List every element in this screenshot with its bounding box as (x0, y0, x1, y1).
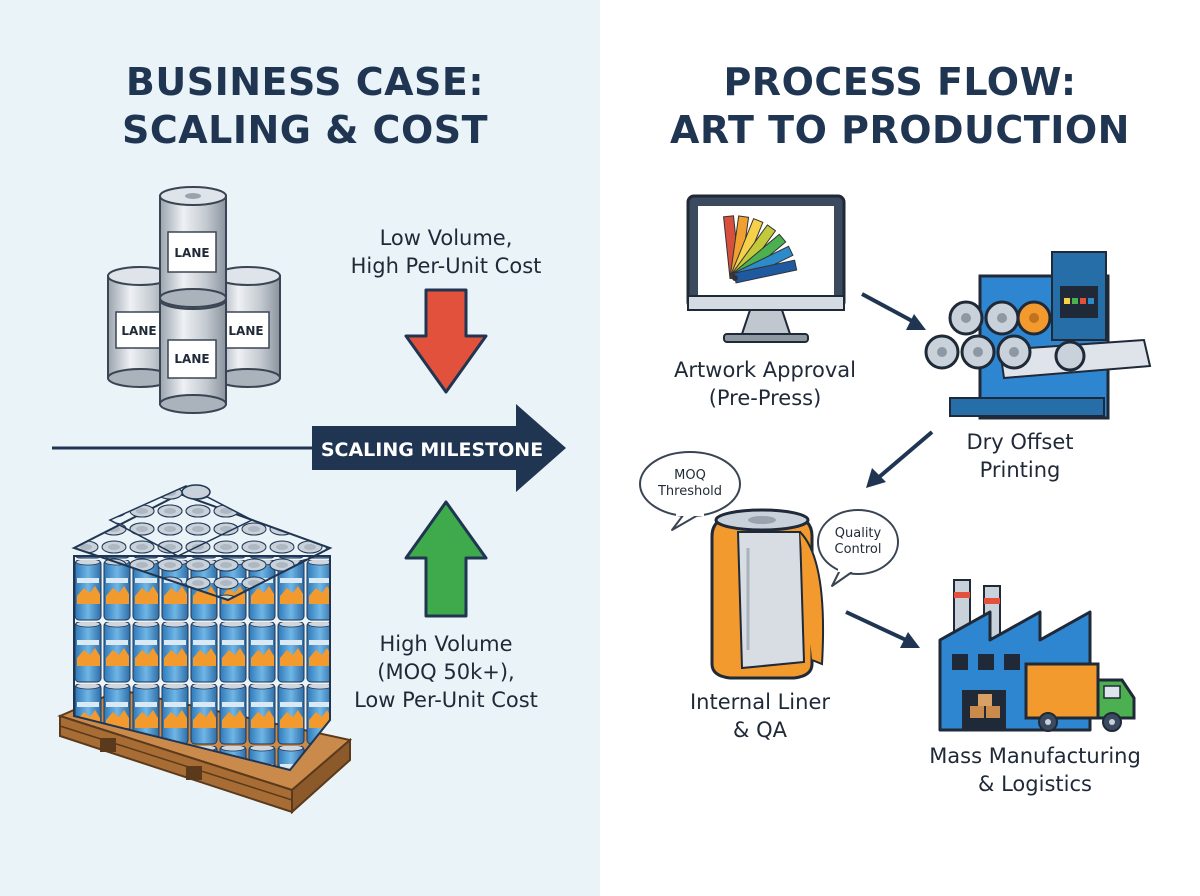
process-flow-title: PROCESS FLOW: ART TO PRODUCTION (650, 58, 1150, 154)
scaling-milestone-arrow (52, 404, 566, 492)
flow-arrow-2 (866, 430, 934, 488)
can-label-right: LANE (228, 324, 263, 338)
down-arrow-icon (404, 288, 488, 394)
mass-line1: Mass Manufacturing (929, 744, 1141, 768)
color-swatch-fan-icon (722, 215, 798, 284)
artwork-line1: Artwork Approval (674, 358, 856, 382)
flow-arrow-1 (861, 292, 926, 330)
quality-control-text: Quality Control (818, 526, 898, 558)
quality-line1: Quality (834, 526, 882, 541)
business-case-title-line2: SCALING & COST (121, 108, 489, 152)
can-label-left: LANE (121, 324, 156, 338)
moq-line1: MOQ (674, 468, 706, 483)
truck-icon (1024, 662, 1136, 732)
scaling-milestone-label: SCALING MILESTONE (320, 439, 544, 461)
liner-line2: & QA (733, 718, 787, 742)
up-arrow-icon (404, 500, 488, 618)
moq-threshold-bubble (639, 451, 741, 531)
internal-liner-label: Internal Liner & QA (660, 688, 860, 744)
high-volume-line1: High Volume (379, 632, 513, 656)
quality-control-bubble (817, 509, 899, 587)
process-flow-panel (600, 0, 1200, 896)
printing-line2: Printing (979, 458, 1061, 482)
business-case-title: BUSINESS CASE: SCALING & COST (60, 58, 550, 154)
low-volume-line1: Low Volume, (379, 226, 513, 250)
flow-arrow-3 (845, 610, 920, 648)
liner-line1: Internal Liner (689, 690, 830, 714)
low-volume-label: Low Volume, High Per-Unit Cost (316, 224, 576, 280)
can-label-top: LANE (174, 246, 209, 260)
process-flow-title-line2: ART TO PRODUCTION (670, 108, 1130, 152)
small-can-stack (107, 186, 281, 414)
artwork-approval-label: Artwork Approval (Pre-Press) (640, 356, 890, 412)
can-label-front: LANE (174, 352, 209, 366)
printing-press-icon (924, 251, 1152, 420)
high-volume-line3: Low Per-Unit Cost (354, 688, 538, 712)
printing-line1: Dry Offset (966, 430, 1074, 454)
moq-line2: Threshold (657, 484, 723, 499)
high-volume-label: High Volume (MOQ 50k+), Low Per-Unit Cos… (316, 630, 576, 714)
high-volume-line2: (MOQ 50k+), (377, 660, 515, 684)
process-flow-title-line1: PROCESS FLOW: (723, 60, 1077, 104)
mass-manufacturing-label: Mass Manufacturing & Logistics (900, 742, 1170, 798)
business-case-title-line1: BUSINESS CASE: (125, 60, 485, 104)
moq-threshold-text: MOQ Threshold (644, 468, 736, 500)
pallet-of-cans (57, 484, 353, 815)
mass-line2: & Logistics (978, 772, 1092, 796)
low-volume-line2: High Per-Unit Cost (350, 254, 542, 278)
artwork-line2: (Pre-Press) (708, 386, 822, 410)
can-with-liner-icon (710, 508, 825, 680)
dry-offset-printing-label: Dry Offset Printing (930, 428, 1110, 484)
quality-line2: Control (834, 542, 882, 557)
